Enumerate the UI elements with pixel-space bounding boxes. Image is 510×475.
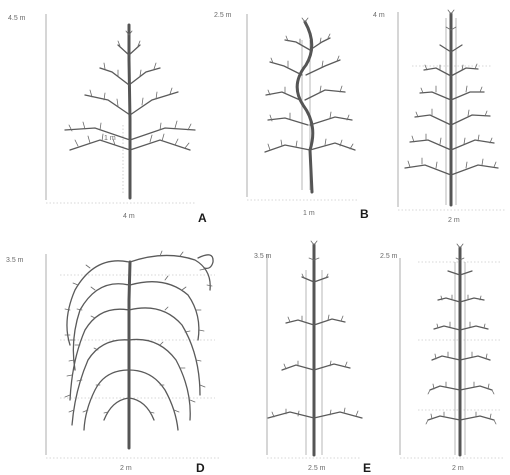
width-label: 2 m	[452, 465, 464, 472]
panel-b: 2.5 m 1 m B	[214, 12, 369, 221]
width-label: 2 m	[448, 217, 460, 224]
width-label: 1 m	[303, 210, 315, 217]
panel-e: 3.5 m 2.5 m E	[254, 241, 371, 475]
panel-letter: B	[360, 207, 369, 221]
tree-drawing	[405, 10, 498, 205]
width-label: 2.5 m	[308, 465, 326, 472]
tree-drawing	[426, 244, 496, 455]
panel-letter: A	[198, 211, 207, 225]
panel-letter: E	[363, 461, 371, 475]
panel-f: 2.5 m 2 m	[380, 244, 505, 472]
width-label: 4 m	[123, 213, 135, 220]
height-label: 3.5 m	[6, 257, 24, 264]
panel-d: 3.5 m 2 m D	[6, 251, 220, 475]
panel-a: 4.5 m 4 m 1 m A	[8, 14, 207, 225]
tree-drawing	[65, 25, 195, 198]
height-label: 4 m	[373, 12, 385, 19]
tree-drawing	[65, 251, 213, 448]
width-label: 2 m	[120, 465, 132, 472]
height-label: 2.5 m	[214, 12, 232, 19]
height-label: 4.5 m	[8, 15, 26, 22]
panel-letter: D	[196, 461, 205, 475]
tree-drawing	[268, 241, 362, 455]
height-label: 3.5 m	[254, 253, 272, 260]
panel-c: 4 m 2 m	[373, 10, 505, 224]
height-label: 2.5 m	[380, 253, 398, 260]
